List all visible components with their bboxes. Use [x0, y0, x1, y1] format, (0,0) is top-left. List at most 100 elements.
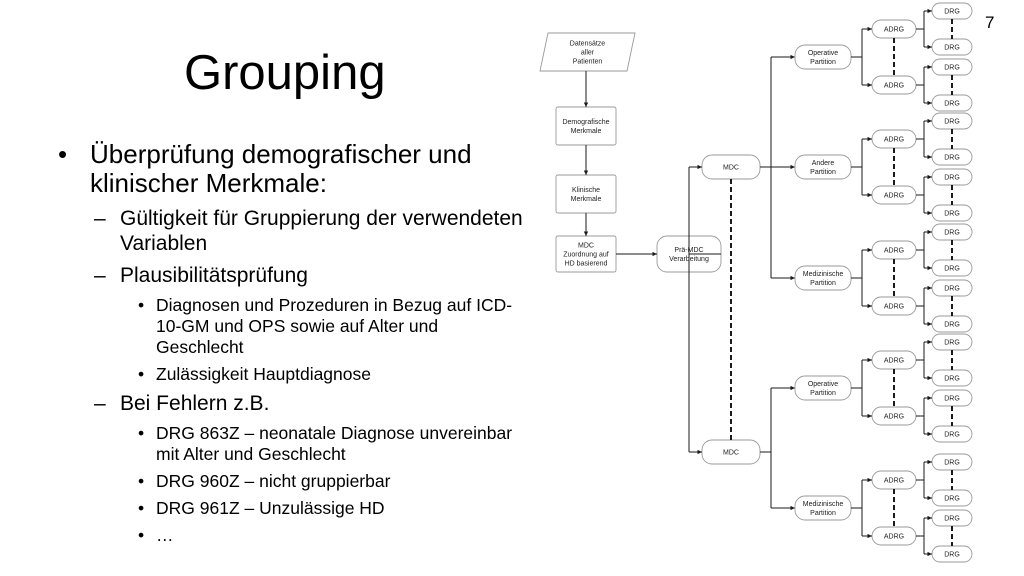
arrowhead — [867, 533, 872, 539]
adrg-node: ADRG — [871, 406, 917, 426]
box-label: ADRG — [884, 192, 904, 199]
adrg-node: ADRG — [871, 75, 917, 95]
arrowhead — [583, 102, 589, 107]
bullet-item: Gültigkeit für Gruppierung der verwendet… — [58, 206, 528, 256]
arrowhead — [867, 26, 872, 32]
arrowhead — [927, 64, 932, 70]
box-label: Klinische — [572, 187, 600, 194]
arrowhead — [927, 551, 932, 557]
box-label: Partition — [810, 59, 836, 66]
arrowhead — [790, 505, 795, 511]
box-label: DRG — [944, 154, 960, 161]
box-label: Operative — [808, 381, 838, 388]
box-label: Medizinische — [803, 271, 844, 278]
drg-node: DRG — [931, 425, 973, 443]
bullet-item: Diagnosen und Prozeduren in Bezug auf IC… — [58, 295, 528, 358]
box-label: DRG — [944, 265, 960, 272]
bullet-item: Plausibilitätsprüfung — [58, 263, 528, 288]
drg-node: DRG — [931, 168, 973, 186]
arrowhead — [583, 231, 589, 236]
box-label: Partition — [810, 510, 836, 517]
drg-node: DRG — [931, 545, 973, 563]
mdc-node: MDC — [701, 154, 761, 180]
arrowhead — [867, 357, 872, 363]
box-label: ADRG — [884, 303, 904, 310]
arrowhead — [697, 449, 702, 455]
arrowhead — [652, 251, 657, 257]
arrowhead — [927, 495, 932, 501]
bullet-item: Überprüfung demografischer und klinische… — [58, 140, 528, 198]
box-label: HD basierend — [565, 260, 608, 267]
arrowhead — [927, 265, 932, 271]
box-label: DRG — [944, 174, 960, 181]
arrowhead — [927, 229, 932, 235]
box-label: DRG — [944, 8, 960, 15]
box-label: ADRG — [884, 26, 904, 33]
drg-node: DRG — [931, 148, 973, 166]
adrg-node: ADRG — [871, 19, 917, 39]
box-label: Merkmale — [571, 128, 602, 135]
drg-node: DRG — [931, 509, 973, 527]
box-label: DRG — [944, 375, 960, 382]
arrowhead — [867, 413, 872, 419]
arrowhead — [927, 375, 932, 381]
arrowhead — [867, 136, 872, 142]
mdc-node: MDC — [701, 439, 761, 465]
box-label: DRG — [944, 459, 960, 466]
arrowhead — [790, 275, 795, 281]
adrg-node: ADRG — [871, 296, 917, 316]
drg-node: DRG — [931, 279, 973, 297]
box-label: DRG — [944, 515, 960, 522]
box-label: DRG — [944, 495, 960, 502]
box-label: ADRG — [884, 247, 904, 254]
drg-node: DRG — [931, 389, 973, 407]
drg-node: DRG — [931, 58, 973, 76]
box-label: DRG — [944, 100, 960, 107]
bullet-item: DRG 961Z – Unzulässige HD — [58, 498, 528, 519]
arrowhead — [927, 395, 932, 401]
arrowhead — [927, 285, 932, 291]
arrowhead — [697, 164, 702, 170]
arrowhead — [927, 100, 932, 106]
box-shape — [555, 174, 617, 214]
arrowhead — [790, 385, 795, 391]
arrowhead — [867, 247, 872, 253]
box-label: Medizinische — [803, 501, 844, 508]
drg-node: DRG — [931, 94, 973, 112]
box-label: DRG — [944, 44, 960, 51]
slide-title: Grouping — [184, 46, 386, 100]
arrowhead — [927, 459, 932, 465]
box-label: DRG — [944, 339, 960, 346]
arrowhead — [927, 118, 932, 124]
box-label: ADRG — [884, 413, 904, 420]
arrowhead — [790, 164, 795, 170]
box-label: DRG — [944, 285, 960, 292]
bullet-item: Bei Fehlern z.B. — [58, 391, 528, 416]
drg-node: DRG — [931, 38, 973, 56]
box-label: ADRG — [884, 477, 904, 484]
box-label: ADRG — [884, 82, 904, 89]
slide-number: 7 — [985, 13, 995, 32]
bullet-item: Zulässigkeit Hauptdiagnose — [58, 364, 528, 385]
arrowhead — [927, 431, 932, 437]
arrowhead — [867, 303, 872, 309]
box-label: Datensätze — [570, 40, 606, 47]
box-label: MDC — [578, 242, 594, 249]
arrowhead — [867, 82, 872, 88]
drg-node: DRG — [931, 489, 973, 507]
drg-node: DRG — [931, 259, 973, 277]
drg-node: DRG — [931, 333, 973, 351]
box-label: DRG — [944, 431, 960, 438]
box-label: Merkmale — [571, 196, 602, 203]
drg-node: DRG — [931, 204, 973, 222]
adrg-node: ADRG — [871, 240, 917, 260]
drg-node: DRG — [931, 2, 973, 20]
box-shape — [555, 106, 617, 146]
box-label: DRG — [944, 210, 960, 217]
